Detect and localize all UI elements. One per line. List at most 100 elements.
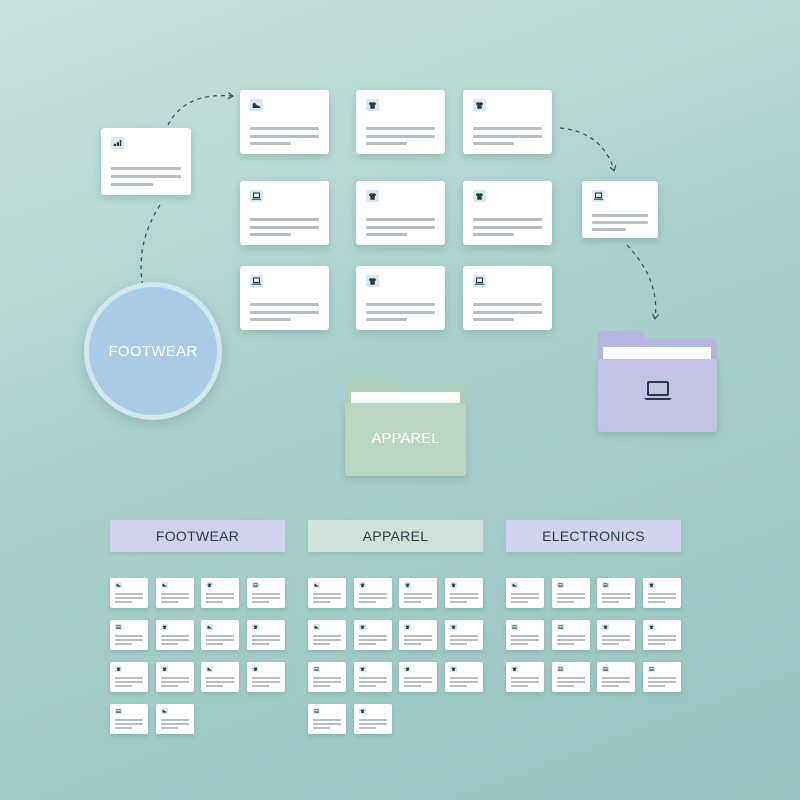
text-line	[404, 593, 432, 595]
footwear-header[interactable]: FOOTWEAR	[110, 520, 285, 552]
shirt-icon	[366, 275, 379, 287]
category-item-card[interactable]	[444, 662, 483, 692]
text-line	[473, 311, 542, 314]
product-card[interactable]	[240, 266, 329, 330]
category-item-card[interactable]	[201, 620, 239, 650]
text-line	[206, 639, 234, 641]
category-item-card[interactable]	[308, 662, 346, 692]
text-line	[473, 218, 542, 221]
category-item-card[interactable]	[597, 620, 635, 650]
product-card[interactable]	[356, 181, 445, 245]
shirt-icon	[358, 624, 366, 630]
laptop-icon	[602, 582, 609, 588]
category-item-card[interactable]	[642, 578, 681, 608]
shirt-icon	[358, 708, 366, 714]
category-item-card[interactable]	[246, 662, 285, 692]
text-line	[473, 127, 542, 130]
category-item-card[interactable]	[597, 662, 635, 692]
text-line	[404, 681, 432, 683]
category-item-card[interactable]	[110, 578, 148, 608]
category-item-card[interactable]	[642, 620, 681, 650]
shirt-icon	[160, 624, 168, 630]
text-line	[313, 685, 330, 687]
text-line	[251, 639, 280, 641]
text-line	[366, 311, 435, 314]
text-line	[251, 593, 280, 595]
category-item-card[interactable]	[155, 578, 194, 608]
product-card[interactable]	[356, 266, 445, 330]
product-card[interactable]	[240, 181, 329, 245]
category-item-card[interactable]	[353, 704, 392, 734]
category-item-card[interactable]	[201, 662, 239, 692]
text-line	[647, 681, 676, 683]
category-item-card[interactable]	[308, 704, 346, 734]
text-line	[556, 593, 585, 595]
text-line	[115, 723, 143, 725]
category-item-card[interactable]	[399, 620, 437, 650]
text-line	[511, 643, 528, 645]
category-item-card[interactable]	[246, 578, 285, 608]
category-item-card[interactable]	[246, 620, 285, 650]
category-item-card[interactable]	[353, 620, 392, 650]
electronics-folder[interactable]	[598, 331, 717, 432]
product-card[interactable]	[356, 90, 445, 154]
product-card[interactable]	[463, 181, 552, 245]
category-item-card[interactable]	[551, 578, 590, 608]
text-line	[404, 639, 432, 641]
category-item-card[interactable]	[201, 578, 239, 608]
category-item-card[interactable]	[506, 578, 544, 608]
category-item-card[interactable]	[155, 704, 194, 734]
category-item-card[interactable]	[597, 578, 635, 608]
category-item-card[interactable]	[444, 620, 483, 650]
laptop-icon	[251, 582, 259, 588]
category-item-card[interactable]	[155, 662, 194, 692]
category-item-card[interactable]	[353, 578, 392, 608]
laptop-icon	[250, 275, 263, 287]
text-line	[115, 681, 143, 683]
category-item-card[interactable]	[155, 620, 194, 650]
electronics-header[interactable]: ELECTRONICS	[506, 520, 681, 552]
category-item-card[interactable]	[506, 662, 544, 692]
text-line	[250, 318, 291, 321]
laptop-icon	[511, 624, 518, 630]
category-item-card[interactable]	[399, 662, 437, 692]
text-line	[358, 593, 387, 595]
category-item-card[interactable]	[308, 578, 346, 608]
category-item-card[interactable]	[353, 662, 392, 692]
laptop-icon	[556, 666, 564, 672]
text-line	[358, 723, 387, 725]
source-card[interactable]	[101, 128, 191, 195]
apparel-header[interactable]: APPAREL	[308, 520, 483, 552]
text-line	[602, 635, 630, 637]
category-item-card[interactable]	[308, 620, 346, 650]
text-line	[366, 233, 407, 236]
category-item-card[interactable]	[110, 620, 148, 650]
text-line	[251, 643, 269, 645]
category-item-card[interactable]	[551, 620, 590, 650]
text-line	[251, 677, 280, 679]
category-item-card[interactable]	[444, 578, 483, 608]
category-item-card[interactable]	[551, 662, 590, 692]
text-line	[602, 643, 619, 645]
category-item-card[interactable]	[642, 662, 681, 692]
category-item-card[interactable]	[110, 704, 148, 734]
footwear-category-circle[interactable]: FOOTWEAR	[84, 282, 222, 420]
product-card[interactable]	[240, 90, 329, 154]
text-line	[250, 127, 319, 130]
laptop-card[interactable]	[582, 181, 658, 238]
text-line	[404, 685, 421, 687]
shirt-icon	[449, 624, 457, 630]
text-line	[592, 221, 648, 224]
apparel-folder[interactable]: APPAREL	[345, 378, 466, 476]
product-card[interactable]	[463, 266, 552, 330]
text-line	[511, 635, 539, 637]
text-line	[602, 685, 619, 687]
category-item-card[interactable]	[506, 620, 544, 650]
text-line	[366, 142, 407, 145]
text-line	[115, 635, 143, 637]
category-item-card[interactable]	[399, 578, 437, 608]
text-line	[404, 635, 432, 637]
product-card[interactable]	[463, 90, 552, 154]
text-line	[556, 685, 574, 687]
category-item-card[interactable]	[110, 662, 148, 692]
